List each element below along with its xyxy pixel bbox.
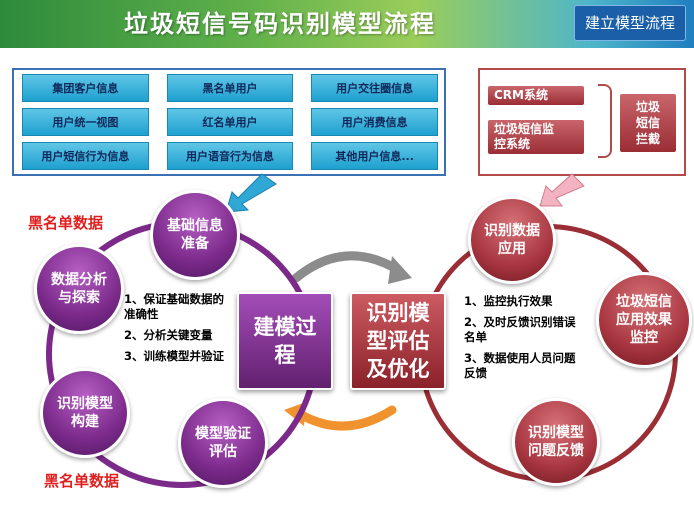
evaluation-optimization-box: 识别模 型评估 及优化 xyxy=(350,292,446,390)
spam-intercept-line1: 垃圾 xyxy=(635,100,660,114)
modeling-process-line1: 建模过 xyxy=(253,315,317,339)
data-source-item: 用户语音行为信息 xyxy=(166,142,294,170)
bracket-connector xyxy=(598,84,612,158)
evaluation-line3: 及优化 xyxy=(366,357,430,381)
data-source-item: 其他用户信息... xyxy=(311,142,438,170)
blacklist-data-label-top: 黑名单数据 xyxy=(28,214,104,232)
node-problem-feedback-line2: 问题反馈 xyxy=(528,443,584,459)
evaluation-line1: 识别模 xyxy=(366,301,430,325)
node-problem-feedback: 识别模型 问题反馈 xyxy=(512,398,600,486)
data-source-item: 用户统一视图 xyxy=(22,108,149,136)
spam-monitor-line2: 控系统 xyxy=(494,137,531,151)
crm-system-box: CRM系统 xyxy=(488,86,584,105)
evaluation-step: 1、监控执行效果 xyxy=(464,294,553,308)
modeling-process-line2: 程 xyxy=(274,343,296,367)
blue-arrow-icon xyxy=(225,173,277,213)
node-data-analysis-line1: 数据分析 xyxy=(51,272,107,288)
orange-curved-arrow-icon xyxy=(295,405,397,431)
modeling-step: 3、训练模型并验证 xyxy=(124,349,225,363)
page-title: 垃圾短信号码识别模型流程 xyxy=(124,10,436,38)
node-problem-feedback-line1: 识别模型 xyxy=(528,425,584,441)
data-source-item: 红名单用户 xyxy=(166,108,294,136)
modeling-step: 2、分析关键变量 xyxy=(124,328,213,342)
crm-system-label: CRM系统 xyxy=(494,88,548,102)
data-sources-panel: 集团客户信息 黑名单用户 用户交往圈信息 用户统一视图 红名单用户 用户消费信息… xyxy=(12,68,446,176)
spam-monitor-line1: 垃圾短信监 xyxy=(494,122,555,136)
node-basic-info-line2: 准备 xyxy=(181,236,209,252)
data-source-item: 用户短信行为信息 xyxy=(22,142,149,170)
node-effect-monitor-line3: 监控 xyxy=(630,330,658,346)
evaluation-step: 3、数据使用人员问题反馈 xyxy=(464,351,576,380)
node-effect-monitor-line1: 垃圾短信 xyxy=(616,294,672,310)
node-data-application-line2: 应用 xyxy=(498,241,526,257)
node-model-validate: 模型验证 评估 xyxy=(178,398,268,488)
spam-intercept-line2: 短信 xyxy=(635,116,660,130)
modeling-step: 1、保证基础数据的准确性 xyxy=(124,292,225,321)
systems-panel: CRM系统 垃圾短信监 控系统 垃圾 短信 拦截 xyxy=(478,68,686,176)
evaluation-step: 2、及时反馈识别错误名单 xyxy=(464,315,576,344)
modeling-steps: 1、保证基础数据的准确性 2、分析关键变量 3、训练模型并验证 xyxy=(124,292,234,370)
node-model-validate-line1: 模型验证 xyxy=(195,426,251,442)
header-banner: 垃圾短信号码识别模型流程 建立模型流程 xyxy=(0,0,694,48)
spam-monitor-system-box: 垃圾短信监 控系统 xyxy=(488,120,584,154)
data-sources-grid: 集团客户信息 黑名单用户 用户交往圈信息 用户统一视图 红名单用户 用户消费信息… xyxy=(18,74,442,170)
node-data-analysis-line2: 与探索 xyxy=(58,290,100,306)
evaluation-steps: 1、监控执行效果 2、及时反馈识别错误名单 3、数据使用人员问题反馈 xyxy=(464,294,582,387)
blacklist-data-label-bottom: 黑名单数据 xyxy=(44,472,120,490)
node-model-build-line1: 识别模型 xyxy=(57,396,113,412)
gray-curved-arrow-icon xyxy=(291,251,403,283)
data-source-item: 黑名单用户 xyxy=(166,74,294,102)
modeling-process-box: 建模过 程 xyxy=(237,292,333,390)
node-basic-info-line1: 基础信息 xyxy=(167,218,223,234)
node-effect-monitor: 垃圾短信 应用效果 监控 xyxy=(596,272,692,368)
pink-arrow-icon xyxy=(539,173,585,207)
evaluation-line2: 型评估 xyxy=(366,329,430,353)
node-data-analysis: 数据分析 与探索 xyxy=(34,244,124,334)
node-data-application: 识别数据 应用 xyxy=(468,196,556,284)
spam-intercept-box: 垃圾 短信 拦截 xyxy=(620,94,676,152)
data-source-item: 集团客户信息 xyxy=(22,74,149,102)
spam-intercept-line3: 拦截 xyxy=(635,132,660,146)
node-data-application-line1: 识别数据 xyxy=(484,223,540,239)
node-model-validate-line2: 评估 xyxy=(209,444,237,460)
header-tag: 建立模型流程 xyxy=(574,5,686,41)
data-source-item: 用户交往圈信息 xyxy=(311,74,438,102)
node-model-build-line2: 构建 xyxy=(71,414,99,430)
node-effect-monitor-line2: 应用效果 xyxy=(616,312,672,328)
data-source-item: 用户消费信息 xyxy=(311,108,438,136)
node-basic-info: 基础信息 准备 xyxy=(150,190,240,280)
node-model-build: 识别模型 构建 xyxy=(40,368,130,458)
gray-arrowhead-icon xyxy=(388,256,412,284)
